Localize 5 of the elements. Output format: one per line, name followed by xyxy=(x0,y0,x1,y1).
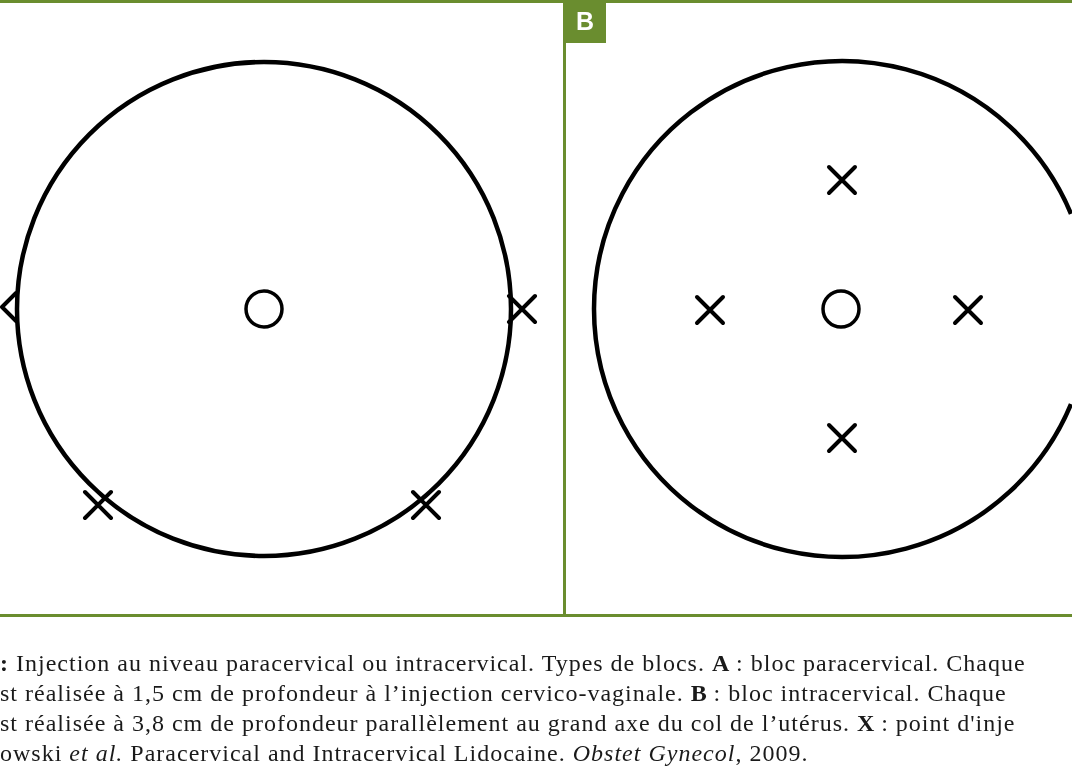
caption-text: st réalisée à 3,8 cm de profondeur parallèlement au grand axe du col de l’utérus. X : point d'inje xyxy=(0,709,1016,738)
caption-text: owski et al. Paracervical and Intracervical Lidocaine. Obstet Gynecol, 2009. xyxy=(0,739,809,768)
caption-text: : Injection au niveau paracervical ou intracervical. Types de blocs. A : bloc paracervical. Chaque xyxy=(0,649,1026,678)
panel-label: B xyxy=(564,0,606,43)
caption-text: st réalisée à 1,5 cm de profondeur à l’injection cervico-vaginale. B : bloc intracervical. Chaque xyxy=(0,679,1007,708)
